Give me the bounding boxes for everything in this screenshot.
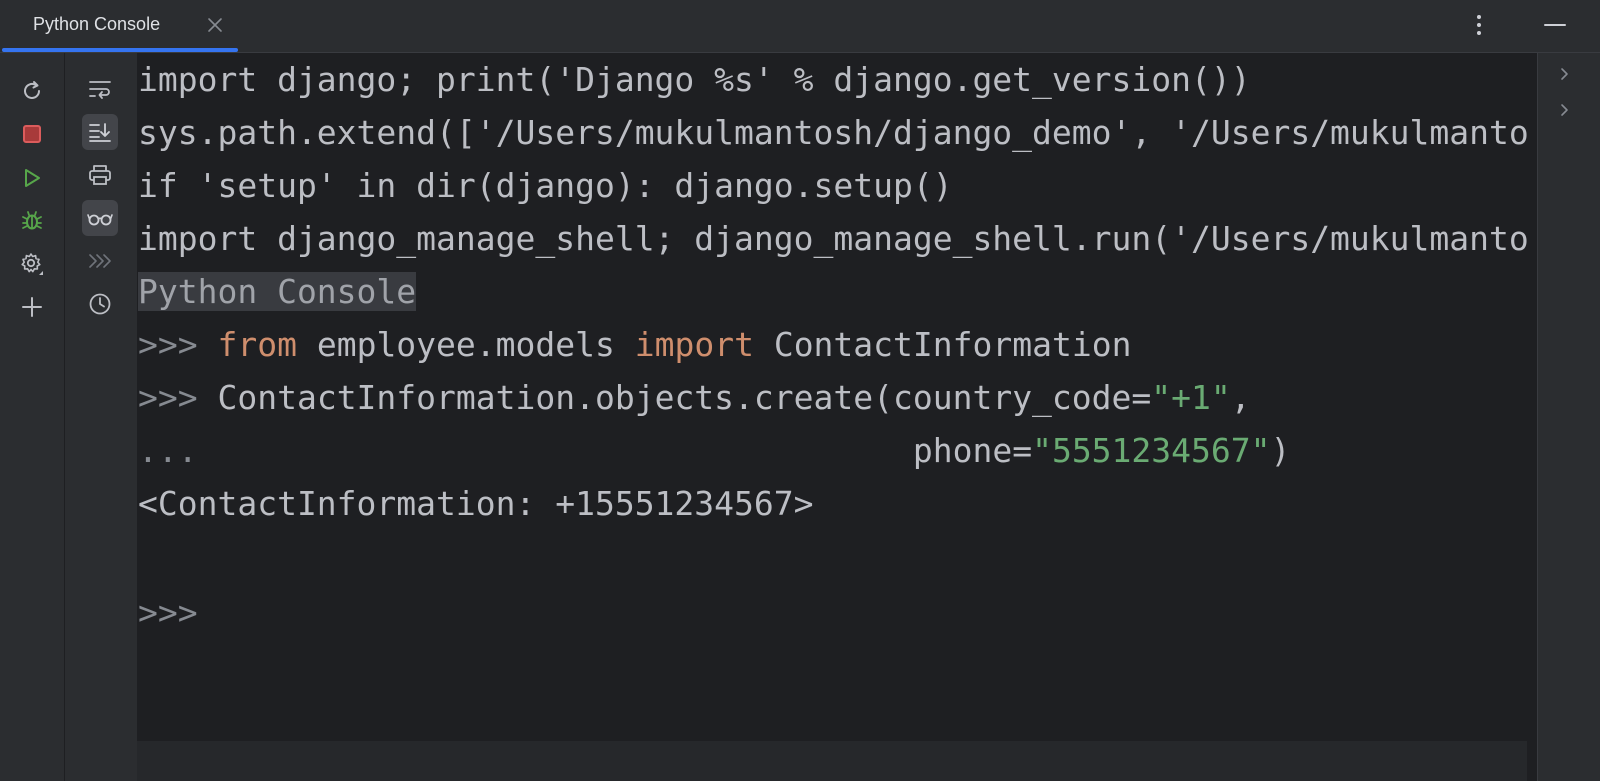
chevron-right-icon[interactable]: [1558, 67, 1572, 81]
scroll-to-end-icon[interactable]: [82, 114, 118, 150]
tab-label: Python Console: [33, 14, 161, 34]
chevron-right-icon[interactable]: [1558, 103, 1572, 117]
console-view-toolbar: [65, 53, 137, 781]
prompt: >>>: [138, 378, 218, 417]
vertical-scrollbar[interactable]: [1527, 53, 1537, 781]
code-tail: ,: [1230, 378, 1251, 417]
input-prompt[interactable]: >>>: [138, 593, 198, 632]
indent: [198, 431, 913, 470]
console-banner-line: Python Console: [138, 266, 417, 318]
horizontal-scrollbar[interactable]: [137, 741, 1527, 781]
module-name: employee.models: [296, 325, 635, 364]
output-line: <ContactInformation: +15551234567>: [138, 484, 814, 523]
input-line-create: >>> ContactInformation.objects.create(co…: [138, 372, 1251, 424]
show-variables-icon[interactable]: [82, 200, 118, 236]
print-icon[interactable]: [82, 157, 118, 193]
startup-line-3: if 'setup' in dir(django): django.setup(…: [138, 166, 953, 205]
keyword-import: import: [634, 325, 754, 364]
settings-icon[interactable]: [14, 246, 50, 282]
continuation-prompt: ...: [138, 431, 198, 470]
minimize-icon[interactable]: [1542, 12, 1568, 38]
continuation-line: ... phone="5551234567"): [138, 425, 1290, 477]
startup-line-2: sys.path.extend(['/Users/mukulmantosh/dj…: [138, 113, 1527, 152]
tab-python-console[interactable]: Python Console: [2, 0, 238, 52]
console-actions-toolbar: [0, 53, 65, 781]
startup-line-1: import django; print('Django %s' % djang…: [138, 60, 1251, 99]
code: phone=: [912, 431, 1033, 470]
variables-panel-strip: [1537, 53, 1600, 781]
execute-icon[interactable]: [82, 243, 118, 279]
close-icon[interactable]: [206, 16, 224, 34]
tool-window-header: Python Console: [0, 0, 1600, 53]
history-icon[interactable]: [82, 286, 118, 322]
input-line-import: >>> from employee.models import ContactI…: [138, 319, 1131, 371]
rerun-icon[interactable]: [14, 73, 50, 109]
debug-icon[interactable]: [14, 203, 50, 239]
more-vertical-icon[interactable]: [1466, 12, 1492, 38]
active-tab-indicator: [2, 48, 238, 52]
imported-name: ContactInformation: [753, 325, 1132, 364]
run-icon[interactable]: [14, 160, 50, 196]
string-literal: "+1": [1151, 378, 1231, 417]
string-literal: "5551234567": [1032, 431, 1271, 470]
console-banner: Python Console: [138, 272, 417, 311]
console-output[interactable]: import django; print('Django %s' % djang…: [137, 53, 1527, 741]
startup-line-4: import django_manage_shell; django_manag…: [138, 219, 1527, 258]
code-tail: ): [1270, 431, 1291, 470]
soft-wrap-icon[interactable]: [82, 71, 118, 107]
code: ContactInformation.objects.create(countr…: [217, 378, 1152, 417]
prompt: >>>: [138, 325, 218, 364]
stop-icon[interactable]: [14, 116, 50, 152]
add-icon[interactable]: [14, 289, 50, 325]
keyword-from: from: [217, 325, 297, 364]
